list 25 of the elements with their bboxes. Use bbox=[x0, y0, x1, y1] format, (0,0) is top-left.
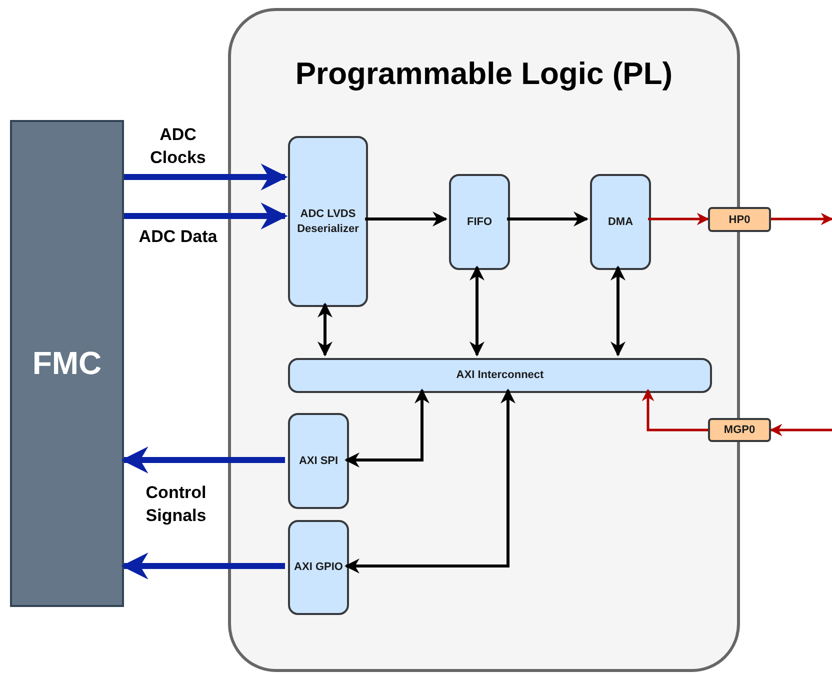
arrow bbox=[771, 212, 832, 226]
arrow bbox=[507, 212, 588, 226]
arrow bbox=[124, 164, 288, 190]
process-box: FIFO bbox=[449, 174, 510, 270]
arrow bbox=[770, 424, 832, 436]
arrow bbox=[642, 388, 708, 432]
connector-block: FMC bbox=[10, 120, 124, 607]
process-box: DMA bbox=[590, 174, 651, 270]
arrow bbox=[121, 552, 285, 580]
process-box: AXI SPI bbox=[288, 413, 349, 509]
arrow bbox=[121, 446, 285, 474]
arrow bbox=[124, 202, 288, 230]
arrow bbox=[344, 388, 516, 574]
port-box: MGP0 bbox=[708, 418, 771, 442]
arrow bbox=[318, 302, 332, 356]
arrow bbox=[344, 388, 430, 468]
port-box: HP0 bbox=[708, 207, 771, 232]
arrow bbox=[470, 266, 484, 356]
arrow bbox=[648, 212, 710, 226]
arrow bbox=[610, 266, 626, 356]
process-box: AXI GPIO bbox=[288, 520, 349, 615]
process-box: AXI Interconnect bbox=[288, 358, 712, 393]
region-title: Programmable Logic (PL) bbox=[294, 55, 674, 93]
process-box: ADC LVDS Deserializer bbox=[288, 136, 368, 307]
arrow bbox=[365, 212, 448, 226]
